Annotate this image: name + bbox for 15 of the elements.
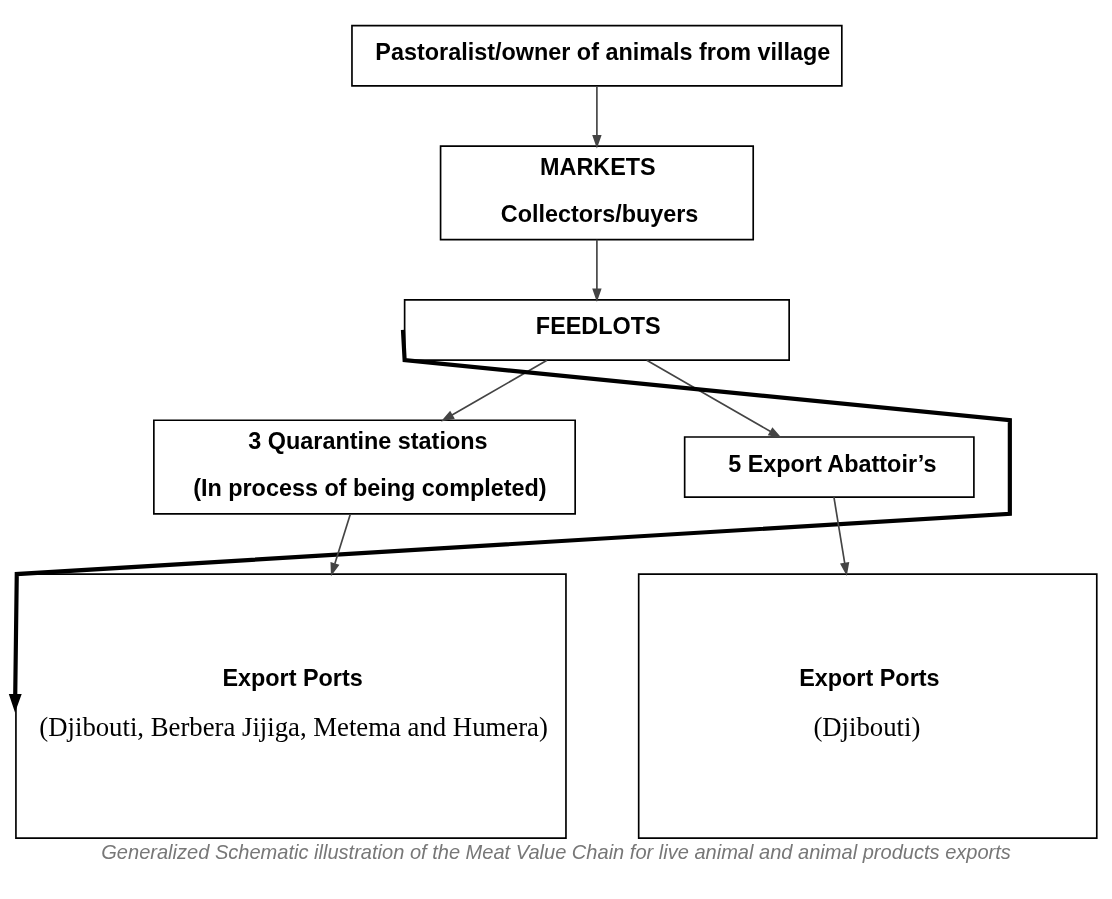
node-box: Export Ports (Djibouti, Berbera Jijiga, Metema and Humera) (15, 573, 567, 840)
arrow (833, 496, 850, 577)
arrow (330, 513, 352, 577)
node-box: Pastoralist/owner of animals from village (351, 24, 843, 87)
caption: Generalized Schematic illustration of the Meat Value Chain for live animal and animal products exports (101, 841, 1011, 864)
arrow (645, 359, 782, 438)
node-box: 5 Export Abattoir’s (683, 436, 975, 498)
node-box: FEEDLOTS (403, 299, 790, 361)
arrow (440, 359, 548, 422)
arrow (592, 239, 602, 302)
arrow (592, 85, 602, 149)
node-box: Export Ports (Djibouti) (637, 573, 1098, 840)
arrow (8, 329, 1012, 713)
node-box: 3 Quarantine stations (In process of being completed) (153, 419, 576, 515)
node-box: MARKETS Collectors/buyers (439, 145, 755, 241)
